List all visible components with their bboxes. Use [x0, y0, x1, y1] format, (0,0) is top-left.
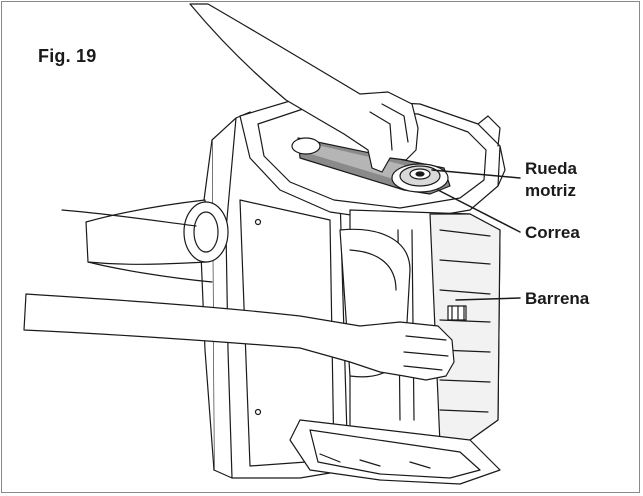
lower-hand	[23, 293, 455, 381]
leader-line-belt	[437, 189, 521, 233]
scraper-base	[289, 419, 501, 485]
callout-drive-wheel: Rueda motriz	[525, 158, 577, 202]
leader-line-drive-wheel	[431, 169, 521, 179]
screw-icon	[254, 408, 262, 416]
screw-icon	[254, 218, 262, 226]
upper-hand	[189, 3, 419, 173]
back-arm	[61, 209, 213, 283]
callout-drive-wheel-line1: Rueda	[525, 159, 577, 178]
handle-tube	[85, 199, 229, 265]
leader-line-auger	[455, 297, 521, 301]
callout-drive-wheel-line2: motriz	[525, 181, 576, 200]
callout-auger: Barrena	[525, 289, 590, 308]
drive-wheel	[391, 163, 449, 193]
leader-lines	[431, 169, 521, 301]
figure-title: Fig. 19	[38, 46, 97, 66]
callout-belt: Correa	[525, 223, 580, 242]
